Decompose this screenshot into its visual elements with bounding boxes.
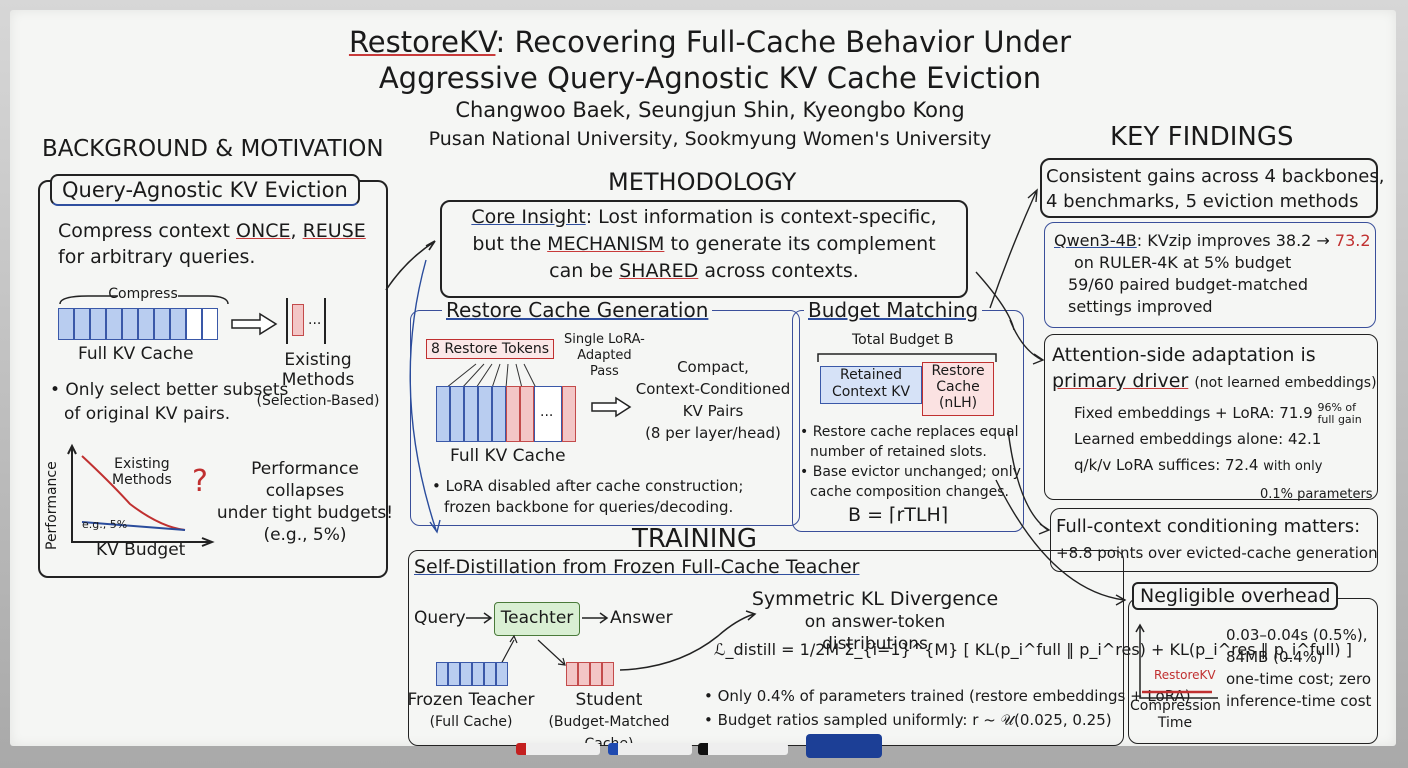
performance-plot — [67, 443, 215, 547]
finding2-title: Attention-side adaptation is primary dri… — [1052, 344, 1377, 392]
budget-matching-title: Budget Matching — [804, 298, 983, 322]
full-kv-strip-bg — [58, 308, 218, 340]
eg-label: e.g., 5% — [82, 518, 128, 531]
compact-kv-text: Compact, Context-Conditioned KV Pairs (8… — [635, 358, 791, 442]
restorekv-plot-label: RestoreKV — [1154, 668, 1216, 682]
brand-name: RestoreKV — [348, 25, 496, 59]
training-bullets: • Only 0.4% of parameters trained (resto… — [704, 687, 1191, 729]
black-marker-icon[interactable] — [698, 743, 788, 755]
budget-formula: B = ⌈rTLH⌉ — [848, 504, 949, 526]
core-insight-label: Core Insight — [471, 206, 586, 228]
compression-time-plot — [1135, 623, 1218, 699]
full-kv-cache-label: Full KV Cache — [78, 344, 194, 364]
once-word: ONCE — [236, 220, 291, 242]
poster-title: RestoreKV: Recovering Full-Cache Behavio… — [210, 24, 1210, 96]
background-bullet: • Only select better subsets of original… — [50, 380, 289, 424]
title-line2: Aggressive Query-Agnostic KV Cache Evict… — [378, 61, 1042, 95]
restore-generation-title: Restore Cache Generation — [442, 298, 713, 322]
qwen-label: Qwen3-4B — [1054, 231, 1137, 250]
restore-tokens-box: 8 Restore Tokens — [426, 339, 555, 359]
question-icon: ? — [192, 464, 208, 499]
restore-kv-strip: ... — [436, 386, 578, 442]
x-axis-label: KV Budget — [96, 540, 186, 560]
core-insight-box — [440, 200, 968, 298]
skl-label: Symmetric KL Divergence on answer-token … — [751, 588, 999, 654]
finding3-text: Full-context conditioning matters: +8.8 … — [1056, 516, 1378, 562]
student-label: Student(Budget-Matched Cache) — [548, 690, 670, 746]
existing-methods-label: Existing Methods (Selection-Based) — [256, 350, 380, 409]
background-heading: BACKGROUND & MOTIVATION — [42, 136, 384, 162]
negligible-overhead-title: Negligible overhead — [1132, 582, 1339, 610]
whiteboard: RestoreKV: Recovering Full-Cache Behavio… — [10, 10, 1396, 746]
restore-full-kv-label: Full KV Cache — [450, 446, 566, 466]
findings-heading: KEY FINDINGS — [1110, 122, 1294, 152]
teacher-strip — [436, 662, 508, 686]
query-label: Query — [414, 608, 466, 628]
budget-brace — [817, 353, 997, 362]
primary-driver: primary driver — [1052, 370, 1189, 392]
mechanism-word: MECHANISM — [547, 233, 665, 255]
finding2-box — [1044, 334, 1378, 500]
query-arrow-icon — [466, 612, 493, 624]
answer-label: Answer — [610, 608, 673, 628]
blue-marker-icon[interactable] — [608, 743, 692, 755]
selection-arrow-icon — [231, 312, 278, 336]
frozen-teacher-label: Frozen Teacher(Full Cache) — [407, 690, 535, 730]
finding1-detail: Qwen3-4B: KVzip improves 38.2 → 73.2 on … — [1054, 231, 1371, 316]
query-agnostic-title: Query-Agnostic KV Eviction — [50, 174, 360, 206]
overhead-text: 0.03–0.04s (0.5%), 84MB (0.4%) one-time … — [1226, 626, 1372, 710]
token-arrows — [445, 363, 537, 389]
eraser-icon[interactable] — [806, 734, 882, 758]
student-strip — [566, 662, 614, 686]
title-line1: : Recovering Full-Cache Behavior Under — [495, 25, 1072, 59]
kvzip-result: 73.2 — [1334, 231, 1371, 250]
budget-bullets: • Restore cache replaces equal number of… — [800, 424, 1021, 500]
connector-arrows — [385, 188, 1127, 606]
finding1-text: Consistent gains across 4 backbones,4 be… — [1046, 166, 1385, 212]
authors: Changwoo Baek, Seungjun Shin, Kyeongbo K… — [455, 98, 965, 122]
training-subtitle: Self-Distillation from Frozen Full-Cache… — [414, 556, 860, 578]
compress-label: Compress — [108, 286, 178, 302]
core-insight-text: Core Insight: Lost information is contex… — [471, 206, 937, 282]
distill-loss-formula: ℒ_distill = 1/2M Σ_{i=1}^{M} [ KL(p_i^fu… — [714, 640, 1352, 659]
finding1-box — [1040, 158, 1378, 218]
teacher-arrows — [499, 634, 566, 667]
methodology-heading: METHODOLOGY — [608, 168, 797, 196]
red-marker-icon[interactable] — [516, 743, 600, 755]
marker-tray — [380, 734, 900, 768]
compress-brace — [59, 295, 229, 305]
teacher-box: Teachter — [494, 602, 580, 636]
compress-text: Compress context ONCE, REUSE for arbitra… — [58, 220, 366, 268]
kl-arrow — [619, 610, 757, 671]
affiliation: Pusan National University, Sookmyung Wom… — [428, 128, 992, 150]
reuse-word: REUSE — [302, 220, 366, 242]
total-budget-label: Total Budget B — [852, 332, 954, 348]
collapse-text: Performance collapses under tight budget… — [216, 459, 394, 545]
restore-bullet: • LoRA disabled after cache construction… — [432, 477, 744, 516]
finding3-box — [1050, 508, 1378, 572]
selected-subset-icon: ... — [286, 298, 326, 344]
compact-arrow-icon — [591, 396, 632, 418]
shared-word: SHARED — [619, 260, 699, 282]
answer-arrow-icon — [582, 612, 609, 624]
finding1-detail-box — [1044, 222, 1376, 328]
training-heading: TRAINING — [632, 524, 758, 554]
